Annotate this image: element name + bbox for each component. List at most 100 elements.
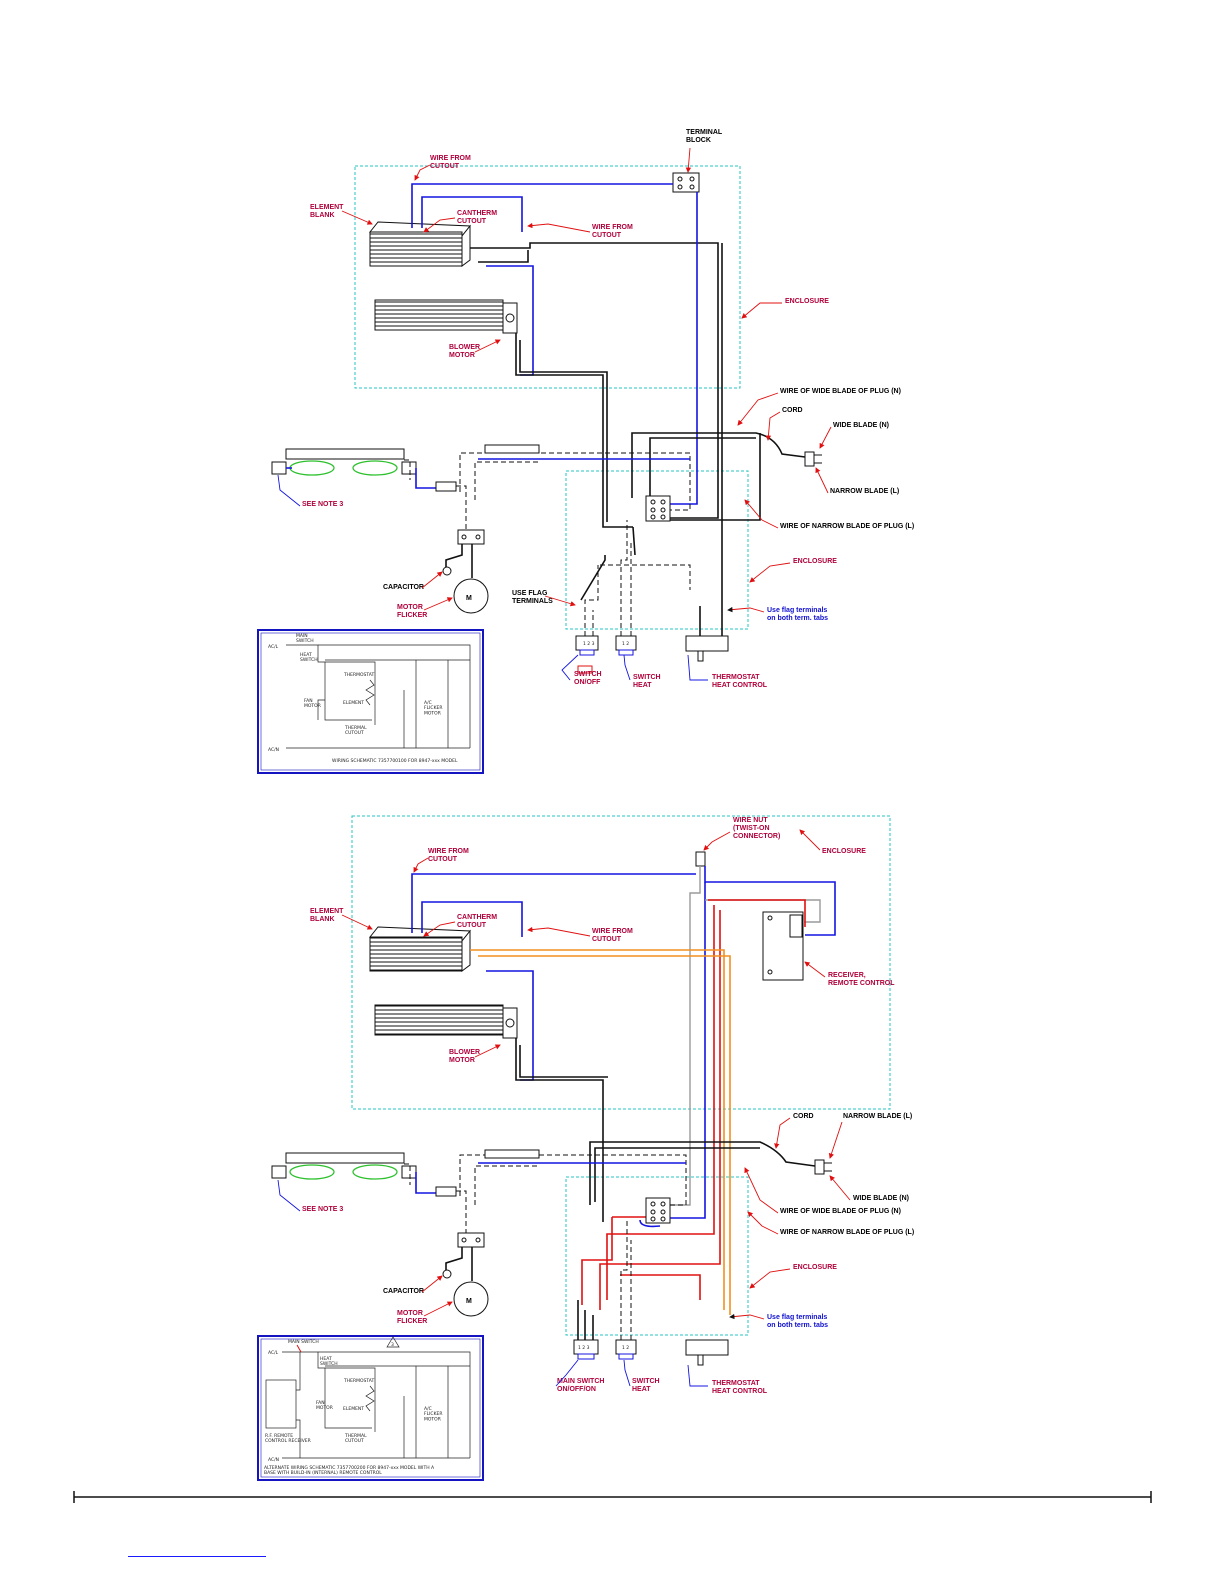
enclosure-label-2: ENCLOSURE — [793, 558, 837, 565]
switch-heat: 1 2 — [615, 635, 637, 656]
narrow-blade-label-bottom: NARROW BLADE (L) — [843, 1113, 912, 1120]
wide-blade-label-bottom: WIDE BLADE (N) — [853, 1195, 909, 1202]
svg-text:1 2: 1 2 — [622, 641, 629, 647]
svg-text:AC/L: AC/L — [268, 1350, 279, 1356]
svg-text:3: 3 — [391, 1342, 394, 1348]
switch-onoff: 1 2 3 — [575, 635, 599, 674]
svg-text:ELEMENT: ELEMENT — [343, 1406, 364, 1412]
svg-text:MAIN SWITCH: MAIN SWITCH — [288, 1339, 319, 1345]
svg-text:AC/L: AC/L — [268, 644, 279, 650]
see-note-label-bottom: SEE NOTE 3 — [302, 1206, 343, 1213]
top-heater-enclosure — [354, 165, 741, 389]
element-blank — [368, 221, 472, 267]
flicker-lamp — [271, 448, 417, 476]
wire-nut — [695, 851, 706, 867]
svg-text:1 2: 1 2 — [622, 1345, 629, 1351]
wide-blade-label: WIDE BLADE (N) — [833, 422, 889, 429]
receiver-board — [762, 911, 804, 981]
wire-wide-blade-label-bottom: WIRE OF WIDE BLADE OF PLUG (N) — [780, 1208, 901, 1215]
svg-text:1 2 3: 1 2 3 — [583, 641, 595, 647]
see-note-label: SEE NOTE 3 — [302, 501, 343, 508]
flicker-lamp-bottom — [271, 1152, 417, 1180]
capacitor-label: CAPACITOR — [383, 584, 424, 591]
svg-text:THERMOSTAT: THERMOSTAT — [343, 1378, 375, 1384]
svg-text:THERMOSTAT: THERMOSTAT — [343, 672, 375, 678]
element-blank-bottom — [368, 926, 472, 972]
footer-link-underline[interactable] — [128, 1556, 266, 1557]
switch-heat-bottom: 1 2 — [615, 1339, 637, 1360]
bottom-wiring-diagram: M 1 2 3 1 2 WIRE NUT(TWIST-ONCONNECTOR) … — [257, 815, 914, 1481]
thermostat-bottom — [685, 1339, 729, 1366]
terminal-strip-bottom — [645, 1197, 671, 1224]
svg-text:1 2 3: 1 2 3 — [578, 1345, 590, 1351]
plug-bottom — [814, 1159, 832, 1175]
wire-narrow-blade-label: WIRE OF NARROW BLADE OF PLUG (L) — [780, 523, 914, 530]
bottom-control-enclosure — [565, 1176, 749, 1336]
svg-text:M: M — [466, 1298, 472, 1305]
svg-text:M: M — [466, 595, 472, 602]
svg-text:AC/N: AC/N — [268, 747, 279, 753]
terminal-strip — [645, 495, 671, 522]
wire-wide-blade-label: WIRE OF WIDE BLADE OF PLUG (N) — [780, 388, 901, 395]
plug — [804, 451, 822, 467]
cord-label: CORD — [782, 407, 803, 414]
enclosure-label-bottom-2: ENCLOSURE — [793, 1264, 837, 1271]
receiver-label: RECEIVER,REMOTE CONTROL — [828, 972, 895, 987]
svg-text:WIRING SCHEMATIC 7357700100 FO: WIRING SCHEMATIC 7357700100 FOR 8947-xxx… — [332, 758, 458, 764]
page-rule — [73, 1491, 1152, 1503]
narrow-blade-label: NARROW BLADE (L) — [830, 488, 899, 495]
svg-text:AC/N: AC/N — [268, 1457, 279, 1463]
capacitor-motor-bottom: M — [442, 1232, 489, 1317]
enclosure-label-1: ENCLOSURE — [785, 298, 829, 305]
blower-heater — [374, 299, 518, 334]
thermostat — [685, 635, 729, 662]
svg-text:ELEMENT: ELEMENT — [343, 700, 364, 706]
wire-narrow-blade-label-bottom: WIRE OF NARROW BLADE OF PLUG (L) — [780, 1229, 914, 1236]
main-switch: 1 2 3 — [573, 1339, 599, 1360]
svg-text:ALTERNATE WIRING SCHEMATIC 735: ALTERNATE WIRING SCHEMATIC 7357700200 FO… — [264, 1465, 435, 1476]
terminal-block — [672, 172, 700, 193]
enclosure-label-bottom-1: ENCLOSURE — [822, 848, 866, 855]
cord-label-bottom: CORD — [793, 1113, 814, 1120]
capacitor-motor: M — [442, 529, 489, 614]
blower-heater-bottom — [374, 1004, 518, 1039]
bottom-heater-enclosure — [351, 815, 891, 1110]
top-control-enclosure — [565, 470, 749, 630]
